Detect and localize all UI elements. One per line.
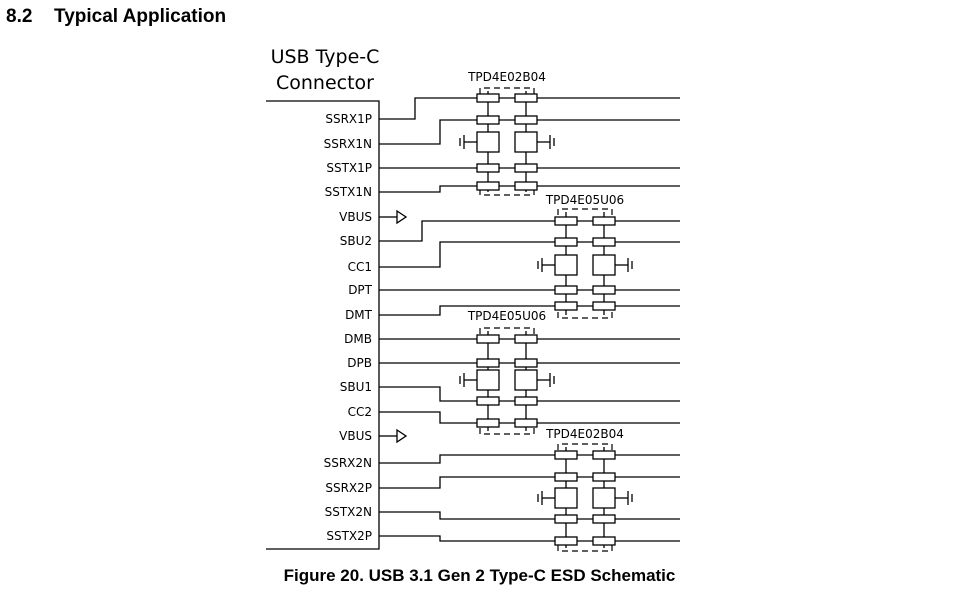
esd-clamp-block [514,131,538,153]
vbus-arrows [390,209,408,444]
esd-clamp-block [476,369,500,391]
pin-label: DPB [347,356,372,370]
esd-diode-pad [514,93,538,103]
esd-diode-pad [514,396,538,406]
pin-label: SSRX2P [325,481,372,495]
esd-clamp-block [592,487,616,509]
esd-diode-pad [514,418,538,428]
esd-diode-pad [476,181,500,191]
signal-wire [379,220,680,242]
pin-label: DMT [345,308,373,322]
esd-clamp-block [554,487,578,509]
connector-label-line1: USB Type-C [271,46,380,68]
device-part-label: TPD4E02B04 [467,70,546,84]
package-outline [479,189,535,196]
signal-wire [379,185,680,193]
pin-label: SSRX1P [325,112,372,126]
pin-label: VBUS [339,210,372,224]
pin-label: SSTX1P [326,161,372,175]
esd-diode-pad [592,301,616,311]
package-outline [479,327,535,334]
esd-diode-pad [476,115,500,125]
esd-diode-pad [554,301,578,311]
package-outline [557,443,613,450]
esd-diode-pad [592,216,616,226]
esd-diode-pad [554,514,578,524]
esd-diode-pad [514,334,538,344]
signal-wire [379,97,680,120]
package-outline [557,312,613,319]
signal-wire [379,454,680,464]
pin-label: CC2 [348,405,372,419]
pin-label: SSTX1N [325,185,372,199]
pin-label: SSTX2N [325,505,372,519]
figure-caption: Figure 20. USB 3.1 Gen 2 Type-C ESD Sche… [283,566,676,585]
esd-diode-pad [592,472,616,482]
esd-clamp-block [592,254,616,276]
signal-wire [379,241,680,268]
signal-wire [379,511,680,520]
esd-diode-pad [554,285,578,295]
vbus-arrow-icon [396,209,408,225]
pin-label: CC1 [348,260,372,274]
esd-diode-pad [592,514,616,524]
esd-diode-pad [592,237,616,247]
esd-diode-pad [554,216,578,226]
section-heading: 8.2 Typical Application [6,6,226,28]
esd-device: TPD4E05U06 [537,193,633,319]
esd-diode-pad [554,472,578,482]
esd-device: TPD4E05U06 [459,309,555,435]
package-outline [479,87,535,94]
esd-diode-pad [476,334,500,344]
esd-diode-pad [554,536,578,546]
esd-clamp-block [514,369,538,391]
package-outline [479,428,535,435]
pin-label: SBU2 [340,234,372,248]
esd-diode-pad [554,237,578,247]
signal-wire [379,119,680,145]
esd-diode-pad [514,115,538,125]
esd-diode-pad [476,358,500,368]
device-part-label: TPD4E05U06 [467,309,546,323]
esd-device: TPD4E02B04 [537,427,633,552]
signal-wire [379,411,680,424]
connector-label-line2: Connector [276,72,374,94]
pin-label: SSTX2P [326,529,372,543]
pin-label: DMB [344,332,372,346]
signal-wire [379,476,680,489]
esd-diode-pad [476,396,500,406]
pin-label: SBU1 [340,380,372,394]
esd-diode-pad [476,163,500,173]
esd-diode-pad [554,450,578,460]
package-outline [557,208,613,215]
esd-diode-pad [476,93,500,103]
pin-label: DPT [348,283,372,297]
esd-diode-pad [514,181,538,191]
esd-diode-pad [592,536,616,546]
pin-label: SSRX1N [324,137,372,151]
signal-wire [379,386,680,402]
package-outline [557,545,613,552]
esd-diode-pad [514,358,538,368]
vbus-arrow-icon [396,428,408,444]
signal-wire [379,535,680,542]
esd-diode-pad [514,163,538,173]
esd-clamp-block [554,254,578,276]
esd-clamp-block [476,131,500,153]
pin-label: VBUS [339,429,372,443]
device-part-label: TPD4E02B04 [545,427,624,441]
connector-outline [266,100,380,550]
section-number: 8.2 [6,6,33,27]
device-part-label: TPD4E05U06 [545,193,624,207]
pin-label: SSRX2N [324,456,372,470]
esd-diode-pad [592,450,616,460]
esd-diode-pad [476,418,500,428]
esd-diode-pad [592,285,616,295]
esd-device: TPD4E02B04 [459,70,555,196]
section-title: Typical Application [54,6,227,27]
